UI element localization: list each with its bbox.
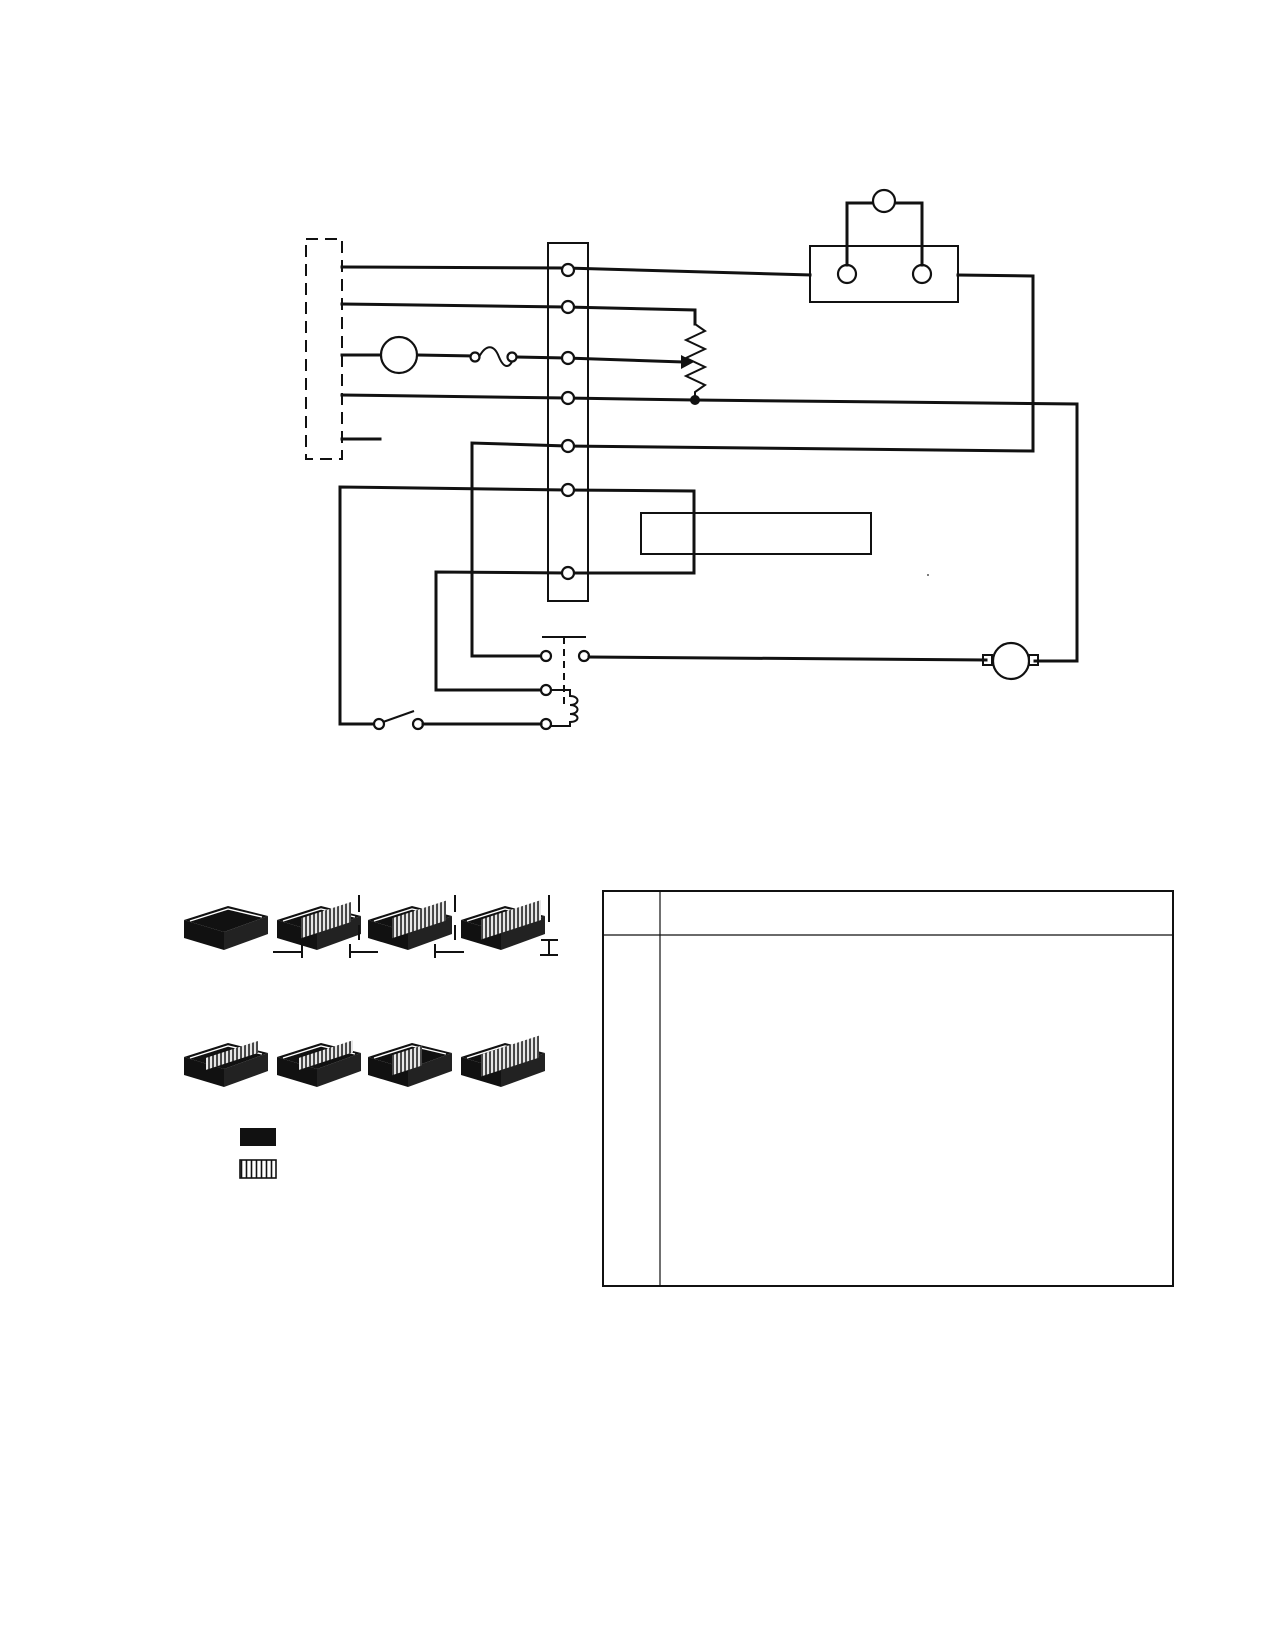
weld-metal-swatch-icon <box>239 1159 277 1179</box>
relay-coil-icon <box>539 683 579 731</box>
toggle-switch-icon <box>372 710 425 731</box>
weld-bead-icon <box>367 900 453 951</box>
pushbutton-switch-icon <box>539 636 591 705</box>
wire-2 <box>340 302 697 326</box>
lamp-bulb-icon <box>871 188 897 214</box>
table-frame <box>602 890 1174 1287</box>
wire-1 <box>340 265 812 277</box>
wire-5 <box>470 441 568 658</box>
rheostat-icon <box>683 323 708 400</box>
wire-7 <box>434 570 568 692</box>
dimension-marks <box>273 895 558 958</box>
fuse-icon <box>469 346 518 367</box>
motor-icon <box>982 641 1039 681</box>
wire-4 <box>340 393 1079 663</box>
weld-bead-icon <box>276 901 362 951</box>
pilot-lamp-icon <box>379 335 419 375</box>
base-metal-swatch-icon <box>240 1128 276 1146</box>
good-bead-icon <box>460 1035 546 1088</box>
overlap-bead-icon <box>367 1042 453 1088</box>
weld-bead-icon <box>460 900 546 951</box>
undercut-bead-icon <box>276 1040 362 1088</box>
weld-figure <box>183 895 558 1179</box>
undercut-bead-icon <box>183 1040 269 1088</box>
plain-bar-icon <box>183 905 269 951</box>
wiring-diagram <box>305 188 1079 731</box>
lamp-socket-icon <box>809 245 959 303</box>
connector-block-icon <box>305 238 343 460</box>
terminal-circles <box>560 262 576 581</box>
wire-6 <box>564 488 696 575</box>
wire-6-left <box>338 485 568 726</box>
wire-lamp-return <box>564 273 1035 453</box>
transformer-bar-icon <box>640 512 872 555</box>
terminal-strip-icon <box>547 242 589 602</box>
